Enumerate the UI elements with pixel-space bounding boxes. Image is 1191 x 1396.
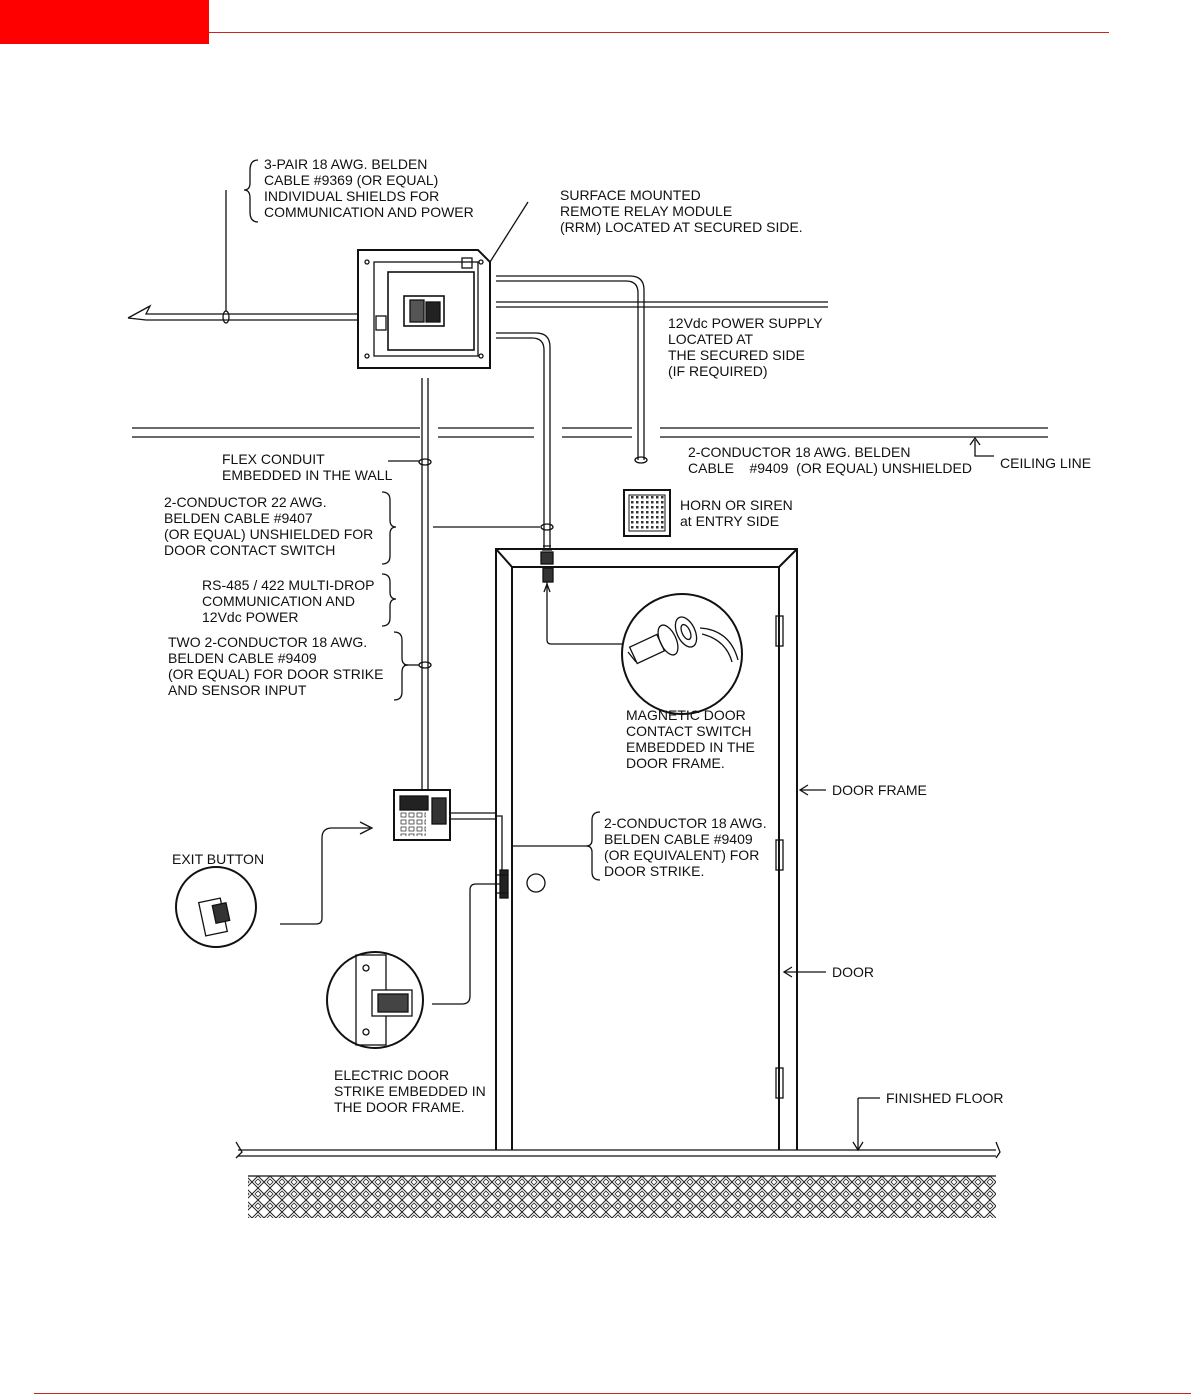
- label-electric-strike: ELECTRIC DOOR STRIKE EMBEDDED IN THE DOO…: [334, 1067, 490, 1115]
- label-exit-button: EXIT BUTTON: [172, 851, 264, 867]
- label-rrm: SURFACE MOUNTED REMOTE RELAY MODULE (RRM…: [560, 187, 803, 235]
- floor-section: [235, 1141, 1001, 1218]
- rrm-right-cables: [496, 275, 828, 548]
- bracket-contact: [381, 491, 397, 565]
- bracket-strike-sensor: [393, 631, 409, 701]
- label-cable-strike: 2-CONDUCTOR 18 AWG. BELDEN CABLE #9409 (…: [604, 815, 770, 879]
- label-cable-siren: 2-CONDUCTOR 18 AWG. BELDEN CABLE #9409 (…: [688, 444, 972, 476]
- footer-rule: [34, 1393, 1191, 1394]
- label-finished-floor: FINISHED FLOOR: [886, 1090, 1003, 1106]
- keypad-reader: [393, 789, 503, 870]
- door-hinges: [775, 615, 784, 1099]
- header-accent-bar: [0, 0, 209, 44]
- header-rule: [209, 32, 1109, 33]
- label-power-supply: 12Vdc POWER SUPPLY LOCATED AT THE SECURE…: [668, 315, 826, 379]
- door-strike: [432, 869, 509, 1005]
- door-knob: [526, 873, 546, 893]
- exit-button-detail: [175, 821, 374, 948]
- label-cable-3pair: 3-PAIR 18 AWG. BELDEN CABLE #9369 (OR EQ…: [264, 156, 474, 220]
- horn-siren: [623, 489, 671, 537]
- incoming-cable: [127, 190, 358, 324]
- rrm-leader: [489, 201, 529, 263]
- flex-conduit: [388, 378, 540, 790]
- contact-switch-header: [540, 545, 622, 645]
- label-cable-strike-sensor: TWO 2-CONDUCTOR 18 AWG. BELDEN CABLE #94…: [168, 634, 387, 698]
- frame-door-arrows: [782, 784, 880, 1152]
- label-flex-conduit: FLEX CONDUIT EMBEDDED IN THE WALL: [222, 451, 393, 483]
- electric-strike-detail: [326, 951, 424, 1049]
- label-rs485: RS-485 / 422 MULTI-DROP COMMUNICATION AN…: [202, 577, 378, 625]
- bracket-rs485: [381, 573, 397, 627]
- label-horn: HORN OR SIREN at ENTRY SIDE: [680, 497, 797, 529]
- magnetic-switch-detail: [621, 593, 743, 715]
- label-ceiling-line: CEILING LINE: [1000, 455, 1091, 471]
- ceiling-line: [132, 427, 1048, 457]
- label-door: DOOR: [832, 964, 874, 980]
- label-cable-contact: 2-CONDUCTOR 22 AWG. BELDEN CABLE #9407 (…: [164, 494, 377, 558]
- label-door-frame: DOOR FRAME: [832, 782, 927, 798]
- remote-relay-module: [357, 249, 491, 369]
- door-frame: [495, 548, 798, 1150]
- bracket-3pair: [243, 159, 259, 223]
- bracket-strike: [585, 811, 601, 881]
- diagram-labels: 3-PAIR 18 AWG. BELDEN CABLE #9369 (OR EQ…: [164, 156, 1091, 1115]
- label-magnetic-switch: MAGNETIC DOOR CONTACT SWITCH EMBEDDED IN…: [626, 707, 759, 771]
